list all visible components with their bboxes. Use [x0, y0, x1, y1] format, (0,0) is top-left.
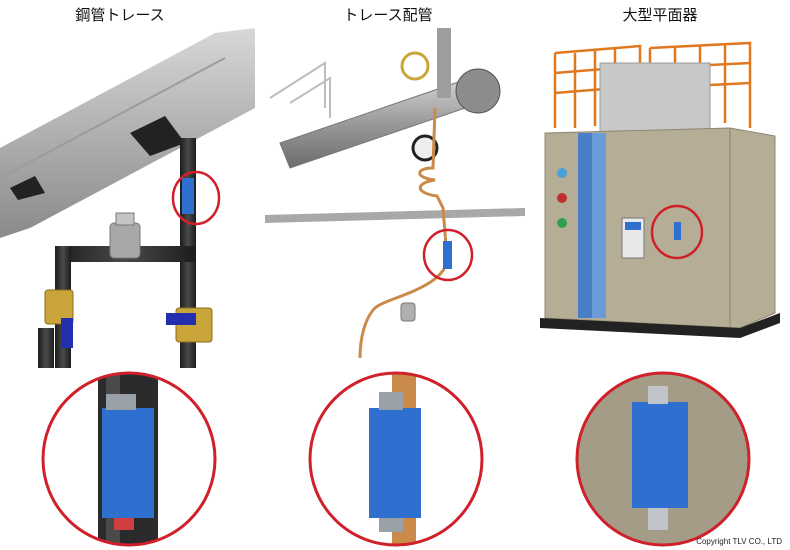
- ball-valve-left: [44, 289, 74, 348]
- copyright-notice: Copyright TLV CO., LTD: [696, 537, 782, 546]
- sensor-small: [443, 241, 452, 269]
- sensor-large: [369, 408, 421, 518]
- sensor-small: [674, 222, 681, 240]
- zoom-platen: [575, 371, 751, 547]
- indicator-light: [557, 168, 567, 178]
- handwheel: [400, 51, 430, 81]
- pressure-gauge: [411, 134, 439, 162]
- steam-trap: [109, 212, 141, 259]
- top-equipment: [599, 62, 711, 134]
- support-beam: [265, 208, 525, 223]
- platen-scene: [540, 41, 780, 338]
- label-large-platen: 大型平面器: [622, 6, 698, 24]
- highlight-ring: [422, 228, 474, 282]
- trace-bracket: [130, 116, 185, 156]
- zoom-trace-piping: [308, 371, 484, 547]
- zoom-ring: [575, 371, 751, 547]
- left-drop-pipe-lower: [38, 328, 54, 368]
- zoom-ring: [41, 371, 217, 547]
- insulated-steel-pipe: [0, 28, 255, 238]
- zoom-steel-trace: [41, 371, 217, 547]
- cabinet-base: [540, 313, 780, 338]
- highlight-ring: [650, 204, 704, 260]
- sensor-large: [102, 408, 154, 518]
- trace-piping-scene: [265, 28, 525, 358]
- indicator-light: [557, 218, 567, 228]
- indicator-light: [557, 193, 567, 203]
- ball-valve-right: [166, 307, 213, 343]
- pipe-flange: [455, 68, 501, 114]
- sensor-small: [182, 178, 194, 214]
- label-steel-pipe-trace: 鋼管トレース: [75, 6, 165, 24]
- tube-steam-trap: [400, 302, 416, 322]
- highlight-ring: [171, 170, 221, 226]
- label-trace-piping: トレース配管: [343, 6, 433, 24]
- steel-trace-scene: [0, 28, 255, 368]
- zoom-ring: [308, 371, 484, 547]
- sensor-large: [632, 402, 688, 508]
